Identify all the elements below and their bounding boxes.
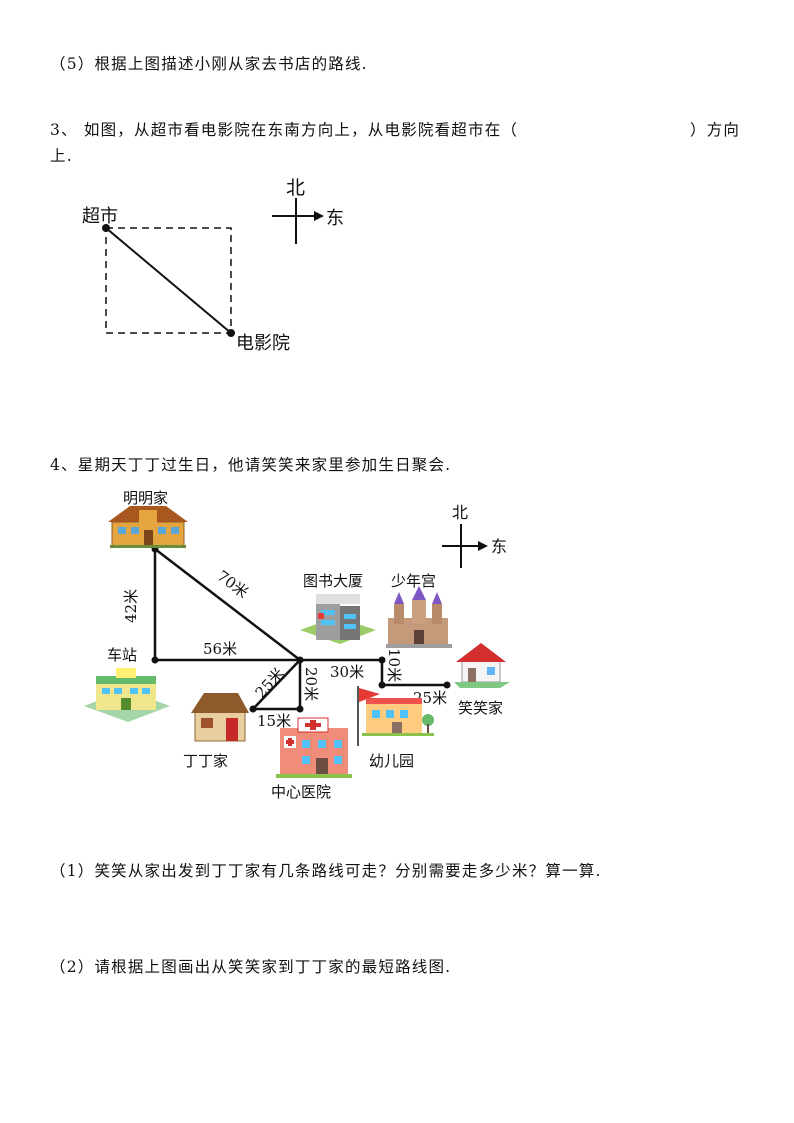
q3-cinema-label: 电影院 bbox=[236, 333, 290, 354]
question-2-5: （5）根据上图描述小刚从家去书店的路线. bbox=[50, 55, 368, 73]
distance-mingming-station: 42米 bbox=[122, 589, 140, 623]
q3-diagonal-line bbox=[105, 227, 232, 334]
question-4-sub1: （1）笑笑从家出发到丁丁家有几条路线可走？分别需要走多少米？算一算. bbox=[50, 862, 602, 880]
distance-station-center: 56米 bbox=[203, 640, 237, 658]
q4-compass-arrowhead bbox=[478, 541, 488, 551]
q3-compass-north: 北 bbox=[286, 177, 305, 199]
q3-compass-arrowhead bbox=[314, 211, 324, 221]
kindergarten-building-icon bbox=[357, 686, 434, 746]
distance-mingming-center: 70米 bbox=[214, 567, 252, 602]
place-xiaoxiao: 笑笑家 bbox=[458, 699, 503, 717]
q4-route-map: 北 东 42米 70米 56米 25米 bbox=[84, 489, 510, 801]
place-library: 图书大厦 bbox=[303, 572, 363, 590]
q3-direction-diagram: 超市 电影院 北 东 bbox=[82, 177, 344, 354]
question-3-line1-end: ）方向 bbox=[690, 121, 741, 139]
question-4-sub2: （2）请根据上图画出从笑笑家到丁丁家的最短路线图. bbox=[50, 958, 452, 976]
question-3-line1-start: 3、 如图，从超市看电影院在东南方向上，从电影院看超市在（ bbox=[50, 121, 519, 139]
youth-palace-castle-icon bbox=[386, 586, 452, 648]
place-kindergarten: 幼儿园 bbox=[369, 752, 414, 770]
distance-center-kindergarten: 30米 bbox=[330, 663, 364, 681]
q3-compass: 北 东 bbox=[272, 177, 344, 244]
q3-supermarket-label: 超市 bbox=[82, 206, 118, 227]
mingming-house-icon bbox=[108, 506, 188, 548]
place-youth-palace: 少年宫 bbox=[391, 572, 436, 590]
place-dingding: 丁丁家 bbox=[183, 752, 228, 770]
q3-supermarket-dot bbox=[102, 224, 110, 232]
question-4-intro: 4、星期天丁丁过生日，他请笑笑来家里参加生日聚会. bbox=[50, 456, 452, 474]
hospital-building-icon bbox=[276, 717, 352, 778]
station-building-icon bbox=[84, 668, 170, 722]
q4-compass-east: 东 bbox=[491, 537, 507, 556]
question-3-line2: 上. bbox=[50, 147, 73, 165]
q3-compass-east: 东 bbox=[326, 208, 344, 229]
dingding-house-icon bbox=[191, 693, 249, 742]
q4-route-dots bbox=[151, 545, 451, 713]
q4-compass-north: 北 bbox=[452, 503, 468, 522]
place-hospital: 中心医院 bbox=[271, 783, 331, 801]
xiaoxiao-house-icon bbox=[454, 643, 510, 688]
place-station: 车站 bbox=[107, 646, 137, 664]
distance-center-hospital: 20米 bbox=[302, 667, 320, 701]
q4-compass: 北 东 bbox=[442, 503, 507, 568]
kindergarten-flag-icon bbox=[359, 688, 380, 702]
q4-route-lines bbox=[153, 548, 447, 711]
distance-center-dingding: 25米 bbox=[252, 664, 288, 701]
place-mingming: 明明家 bbox=[123, 489, 168, 507]
q3-dashed-rectangle bbox=[105, 227, 232, 334]
q3-cinema-dot bbox=[227, 329, 235, 337]
library-building-icon bbox=[300, 594, 376, 644]
distance-kindergarten-up: 10米 bbox=[385, 648, 403, 682]
distance-dingding-hospital: 15米 bbox=[257, 712, 291, 730]
